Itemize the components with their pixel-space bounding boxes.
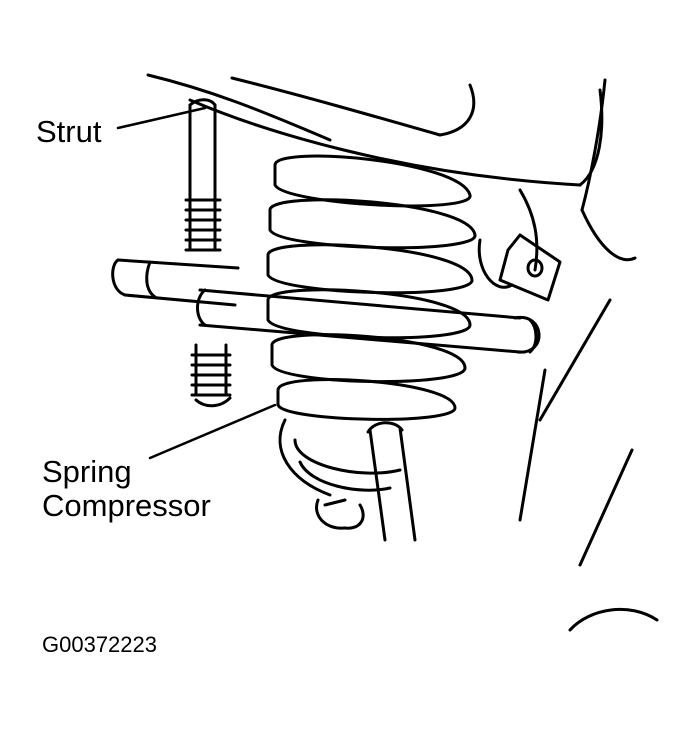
strut-housing xyxy=(146,73,637,272)
spring-compressor-label-line2: Compressor xyxy=(42,488,211,523)
figure-id: G00372223 xyxy=(42,632,157,657)
mount-bracket xyxy=(477,233,562,302)
threaded-rod-upper xyxy=(184,98,222,252)
spring-compressor-label: Spring Compressor xyxy=(42,455,211,523)
compressor-bar xyxy=(111,258,541,354)
spring-compressor-leader-line xyxy=(148,403,277,460)
spring-compressor-label-line1: Spring xyxy=(42,454,132,489)
coil-spring xyxy=(266,154,477,421)
strut-leader-line xyxy=(116,106,207,130)
threaded-rod-lower xyxy=(190,343,232,408)
strut-label: Strut xyxy=(36,114,102,149)
leader-lines xyxy=(116,106,277,460)
lower-mount xyxy=(278,418,402,530)
compressor-handle xyxy=(366,421,417,542)
body-edge-lines xyxy=(518,298,659,632)
